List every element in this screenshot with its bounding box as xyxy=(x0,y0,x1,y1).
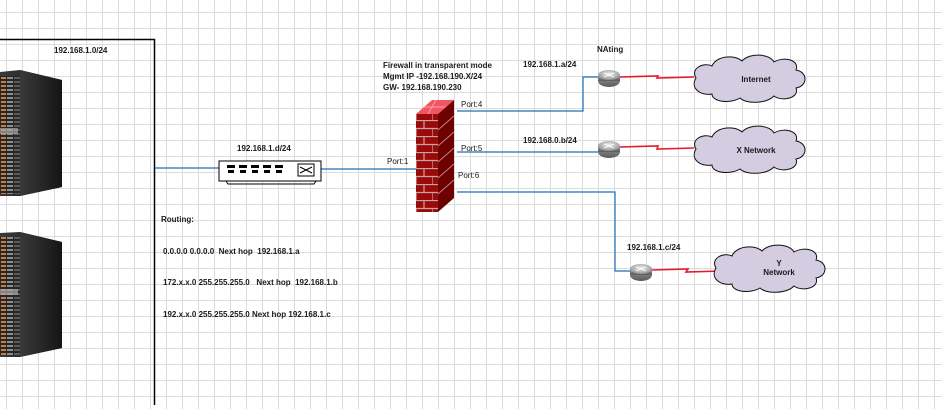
cloud-y-network[interactable]: Y Network xyxy=(713,244,826,293)
server-rack-icon xyxy=(0,70,62,196)
subnet-boundary xyxy=(0,38,156,405)
wan-link-internet xyxy=(619,75,695,79)
wan-link-x-network xyxy=(619,145,695,150)
wan-link-y-network xyxy=(651,268,723,273)
subnet-label: 192.168.1.0/24 xyxy=(54,46,108,55)
route-entry: 172.x.x.0 255.255.255.0 Next hop 192.168… xyxy=(163,278,338,287)
cloud-x-network[interactable]: X Network xyxy=(693,125,806,174)
cloud-label: Y xyxy=(776,259,782,268)
cloud-label: X Network xyxy=(736,146,776,155)
switch-icon xyxy=(218,160,322,185)
link-port6-router-c xyxy=(457,191,630,272)
router-a-ip-label: 192.168.1.a/24 xyxy=(523,60,577,69)
nating-label: NAting xyxy=(597,45,624,54)
cloud-internet[interactable]: Internet xyxy=(693,54,806,103)
cloud-label: Network xyxy=(763,268,795,277)
firewall-gateway: GW- 192.168.190.230 xyxy=(383,83,462,92)
port-6-label: Port:6 xyxy=(458,171,480,180)
port-4-label: Port:4 xyxy=(461,100,483,109)
router-icon xyxy=(598,70,620,87)
router-icon xyxy=(630,264,652,281)
firewall-info: Firewall in transparent mode Mgmt IP -19… xyxy=(383,60,492,93)
router-icon xyxy=(598,141,620,158)
cloud-label: Internet xyxy=(741,75,771,84)
port-5-label: Port:5 xyxy=(461,144,483,153)
firewall-mode: Firewall in transparent mode xyxy=(383,61,492,70)
route-entry: 192.x.x.0 255.255.255.0 Next hop 192.168… xyxy=(163,309,331,319)
link-port4-router-a xyxy=(457,76,598,112)
firewall-icon xyxy=(416,99,455,212)
server-rack-icon xyxy=(0,232,62,357)
routing-title: Routing: xyxy=(161,215,194,224)
route-entry: 0.0.0.0 0.0.0.0 Next hop 192.168.1.a xyxy=(163,246,300,256)
firewall-mgmt-ip: Mgmt IP -192.168.190.X/24 xyxy=(383,72,483,81)
router-c-ip-label: 192.168.1.c/24 xyxy=(627,243,681,252)
routing-table: Routing: 0.0.0.0 0.0.0.0 Next hop 192.16… xyxy=(161,194,338,331)
router-b-ip-label: 192.168.0.b/24 xyxy=(523,136,577,145)
switch-ip-label: 192.168.1.d/24 xyxy=(237,144,291,153)
port-1-label: Port:1 xyxy=(387,157,409,166)
